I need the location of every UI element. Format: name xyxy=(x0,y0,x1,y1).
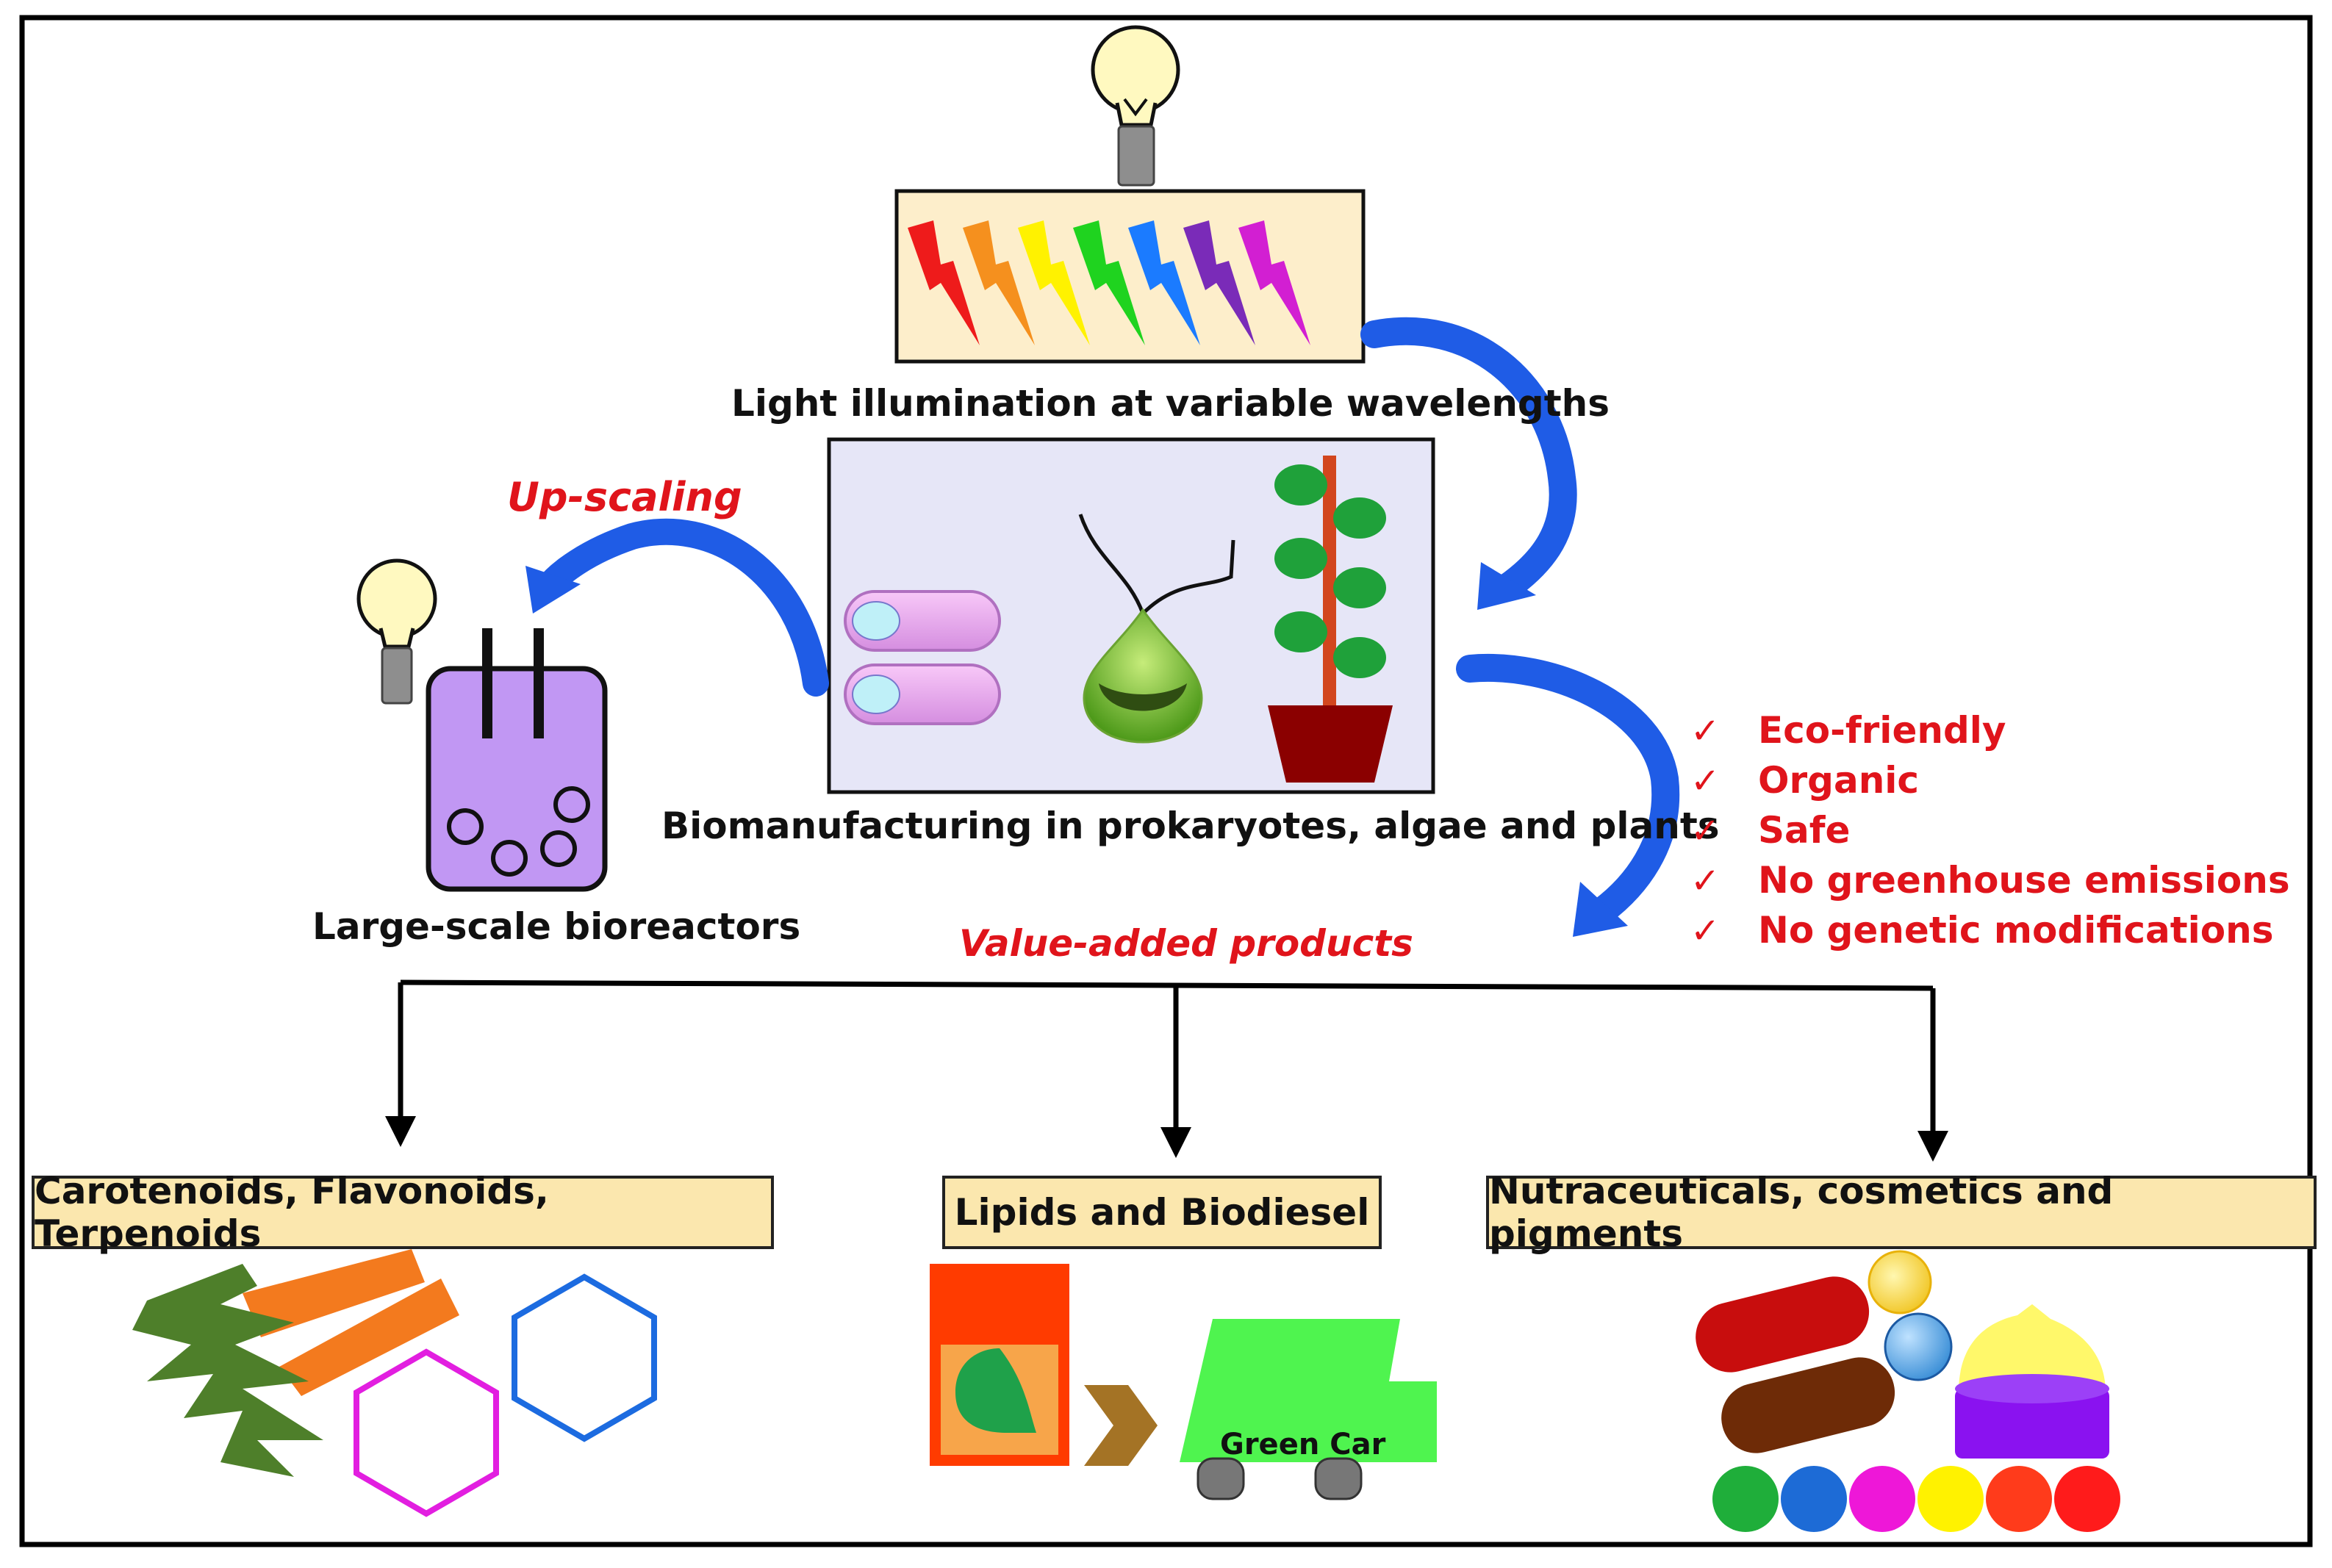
checkmark-icon: ✓ xyxy=(1690,760,1721,802)
bioreactor-bulb-icon xyxy=(356,558,437,705)
pigment-dot-icon xyxy=(1849,1466,1915,1532)
light-bulb-icon xyxy=(1091,25,1180,187)
benefit-item: ✓Organic xyxy=(1690,755,2290,805)
checkmark-icon: ✓ xyxy=(1690,711,1721,752)
capsule-icon xyxy=(1696,1276,1895,1453)
light-illumination-label: Light illumination at variable wavelengt… xyxy=(731,382,1610,425)
benefit-item: ✓Safe xyxy=(1690,805,2290,855)
lightning-bolt-icon xyxy=(1238,220,1310,345)
blue-bead-icon xyxy=(1884,1312,1953,1381)
lightning-bolt-icon xyxy=(1018,220,1090,345)
lightning-bolts xyxy=(908,220,1310,345)
pigment-dot-icon xyxy=(1917,1466,1984,1532)
pigment-dots xyxy=(1712,1466,2120,1532)
lightning-bolt-icon xyxy=(963,220,1035,345)
lightning-bolt-icon xyxy=(1073,220,1145,345)
checkmark-icon: ✓ xyxy=(1690,810,1721,852)
benefit-item: ✓No greenhouse emissions xyxy=(1690,855,2290,905)
carrot-icon xyxy=(132,1249,459,1477)
arrow-light-to-organisms xyxy=(1360,317,1577,610)
algae-fuel-icon xyxy=(930,1264,1069,1466)
hexagon-magenta-icon xyxy=(354,1348,499,1517)
arrow-upscaling xyxy=(525,518,829,697)
benefit-item: ✓Eco-friendly xyxy=(1690,705,2290,755)
checkmark-icon: ✓ xyxy=(1690,860,1721,902)
bioreactor-icon xyxy=(426,628,608,892)
light-panel xyxy=(894,189,1366,364)
pigment-dot-icon xyxy=(1986,1466,2052,1532)
benefits-list: ✓Eco-friendly ✓Organic ✓Safe ✓No greenho… xyxy=(1690,705,2290,955)
checkmark-icon: ✓ xyxy=(1690,910,1721,952)
lightning-bolt-icon xyxy=(908,220,980,345)
hexagon-blue-icon xyxy=(512,1273,657,1442)
arrow-to-products xyxy=(1456,654,1680,937)
pigment-dot-icon xyxy=(1781,1466,1847,1532)
product-box-lipids: Lipids and Biodiesel xyxy=(942,1176,1382,1249)
alga-cell-icon xyxy=(1078,514,1235,744)
gold-bead-icon xyxy=(1868,1250,1932,1315)
prokaryote-cell-icon xyxy=(844,590,1001,725)
cosmetic-jar-icon xyxy=(1955,1304,2109,1459)
lightning-bolt-icon xyxy=(1183,220,1255,345)
chevron-right-icon xyxy=(1084,1385,1158,1466)
upscaling-label: Up-scaling xyxy=(507,474,742,520)
product-box-nutraceuticals: Nutraceuticals, cosmetics and pigments xyxy=(1486,1170,2317,1255)
biomanufacturing-label: Biomanufacturing in prokaryotes, algae a… xyxy=(661,805,1720,847)
product-box-carotenoids: Carotenoids, Flavonoids, Terpenoids xyxy=(32,1170,774,1255)
pigment-dot-icon xyxy=(1712,1466,1779,1532)
pigment-dot-icon xyxy=(2054,1466,2120,1532)
plant-icon xyxy=(1268,456,1393,783)
benefit-item: ✓No genetic modifications xyxy=(1690,905,2290,955)
green-car-icon xyxy=(1180,1319,1437,1500)
lightning-bolt-icon xyxy=(1128,220,1200,345)
product-tree-lines xyxy=(385,979,1948,1162)
green-car-label: Green Car xyxy=(1220,1428,1386,1461)
bioreactors-label: Large-scale bioreactors xyxy=(312,905,801,948)
value-added-label: Value-added products xyxy=(959,922,1413,965)
